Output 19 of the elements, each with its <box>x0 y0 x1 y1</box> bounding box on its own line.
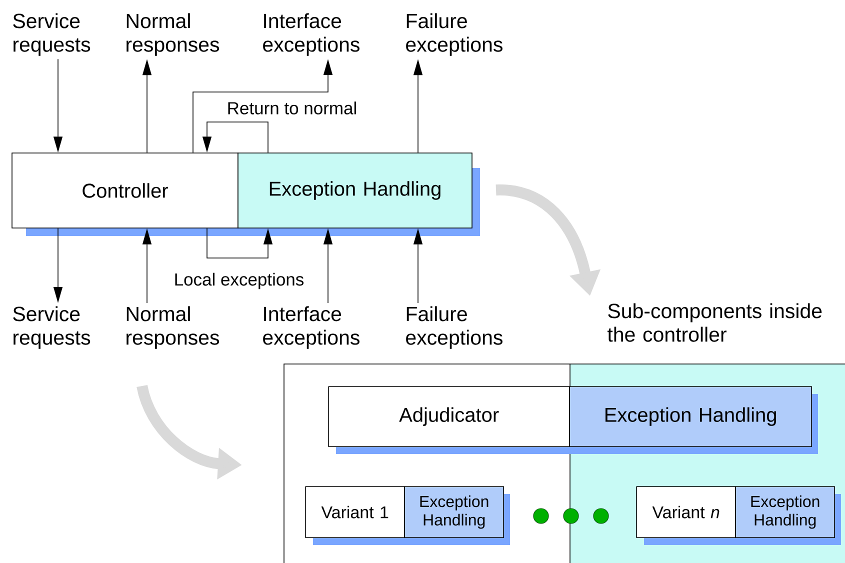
panel-heading: Sub-components inside the controller <box>608 303 822 342</box>
text-label: Service requests <box>13 13 90 56</box>
exception-handling-box: Exception Handling <box>238 152 472 228</box>
exception-handling-box: Exception Handling <box>735 486 835 538</box>
text-label: Interface exceptions <box>263 306 360 349</box>
adjudicator-box: Adjudicator <box>328 386 570 447</box>
edge-label: Local exceptions <box>172 272 306 290</box>
variant-box: Variant n <box>636 486 736 538</box>
text-label: Failure exceptions <box>406 13 502 56</box>
text-label: Failure exceptions <box>406 306 502 349</box>
exception-handling-box: Exception Handling <box>404 486 504 538</box>
edge-label: Return to normal <box>226 100 358 116</box>
text-label: Normal responses <box>126 13 220 56</box>
exception-handling-box: Exception Handling <box>569 386 812 447</box>
controller-box: Controller <box>12 152 238 228</box>
text-label: Normal responses <box>126 306 220 349</box>
variant-box: Variant 1 <box>305 486 405 538</box>
text-label: Service requests <box>13 306 90 349</box>
text-label: Interface exceptions <box>263 13 360 56</box>
